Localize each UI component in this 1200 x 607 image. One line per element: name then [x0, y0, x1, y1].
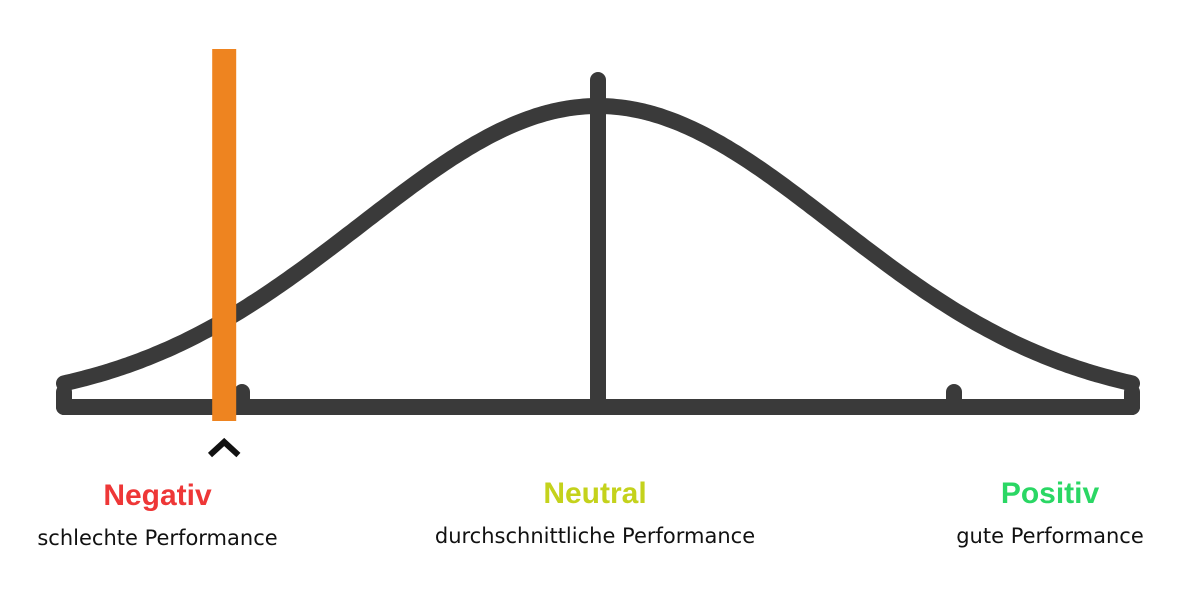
negative-title: Negativ: [103, 479, 212, 512]
region-negative: Negativ schlechte Performance: [20, 478, 295, 552]
negative-subtitle: schlechte Performance: [37, 526, 278, 550]
region-positive: Positiv gute Performance: [935, 476, 1165, 550]
region-neutral: Neutral durchschnittliche Performance: [410, 476, 780, 550]
bell-curve: [56, 98, 1140, 392]
caret-up-icon: [207, 437, 241, 458]
positive-subtitle: gute Performance: [956, 524, 1144, 548]
performance-marker-bar: [212, 49, 237, 421]
positive-title: Positiv: [1000, 477, 1100, 510]
neutral-title: Neutral: [543, 477, 647, 510]
neutral-subtitle: durchschnittliche Performance: [434, 524, 756, 548]
